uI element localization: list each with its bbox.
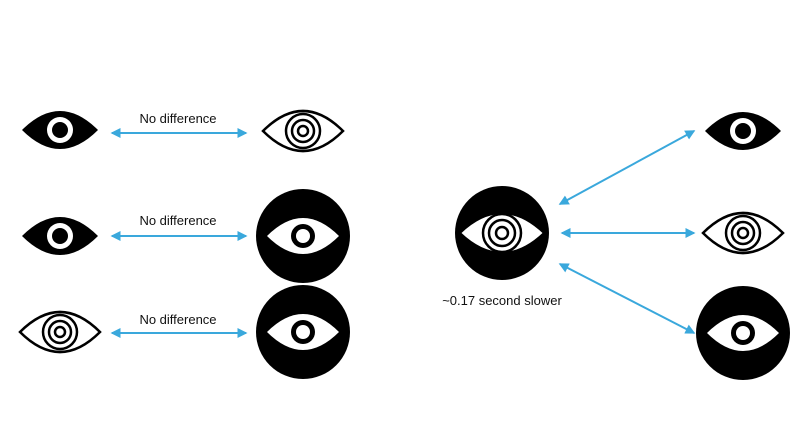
outline-eye-icon — [261, 109, 345, 153]
comparison-label-3: No difference — [139, 312, 216, 327]
solid-eye-icon — [22, 111, 98, 149]
inverted-circle-eye-icon — [256, 285, 350, 379]
circled-outline-eye-icon — [455, 186, 549, 280]
hub-comparison: ~0.17 second slower — [442, 112, 790, 380]
comparison-label-1: No difference — [139, 111, 216, 126]
pair-row-1: No difference — [22, 109, 345, 153]
hub-caption: ~0.17 second slower — [442, 293, 562, 308]
hub-arrow-top — [558, 130, 696, 205]
inverted-circle-eye-icon — [696, 286, 790, 380]
pair-row-3: No difference — [18, 285, 350, 379]
solid-eye-icon — [22, 217, 98, 255]
pair-row-2: No difference — [22, 189, 350, 283]
outline-eye-icon — [18, 310, 102, 354]
solid-eye-icon — [705, 112, 781, 150]
hub-arrow-bottom — [558, 263, 696, 334]
inverted-circle-eye-icon — [256, 189, 350, 283]
outline-eye-icon — [701, 211, 785, 255]
comparison-label-2: No difference — [139, 213, 216, 228]
